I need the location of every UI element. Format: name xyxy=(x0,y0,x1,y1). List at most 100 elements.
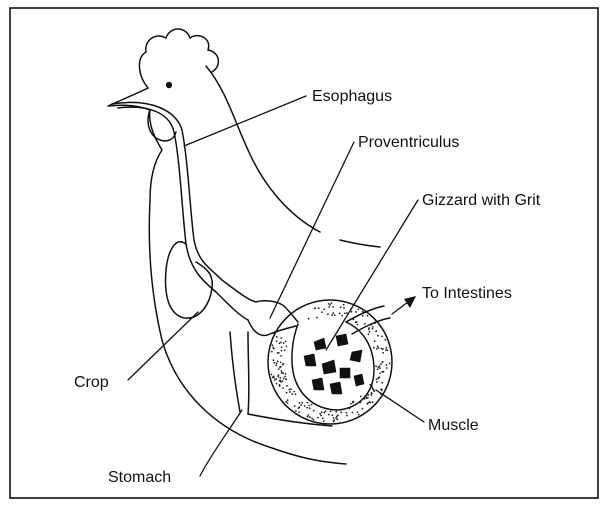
stipple-dot xyxy=(380,363,382,365)
stipple-dot xyxy=(280,337,282,339)
stipple-dot xyxy=(275,378,277,380)
stipple-dot xyxy=(295,410,297,412)
stipple-dot xyxy=(357,411,359,413)
stipple-dot xyxy=(327,313,329,315)
stipple-dot xyxy=(276,340,278,342)
stipple-dot xyxy=(337,414,339,416)
stipple-dot xyxy=(314,308,316,310)
stipple-dot xyxy=(360,402,362,404)
stipple-dot xyxy=(323,420,325,422)
stipple-dot xyxy=(279,342,281,344)
stipple-dot xyxy=(278,368,280,370)
stipple-dot xyxy=(341,315,343,317)
grit-piece xyxy=(322,360,336,374)
stipple-dot xyxy=(358,309,360,311)
stipple-dot xyxy=(290,388,292,390)
stipple-dot xyxy=(340,306,342,308)
stipple-dot xyxy=(287,399,289,401)
stipple-dot xyxy=(318,307,320,309)
stipple-dot xyxy=(361,398,363,400)
stipple-dot xyxy=(319,413,321,415)
leader-stomach xyxy=(200,410,242,476)
stipple-dot xyxy=(272,347,274,349)
stipple-dot xyxy=(276,362,278,364)
label-muscle: Muscle xyxy=(428,417,479,434)
stipple-dot xyxy=(321,411,323,413)
grit-piece xyxy=(354,374,364,386)
stomach-line-right xyxy=(248,332,249,414)
stipple-dot xyxy=(355,321,357,323)
stipple-dot xyxy=(271,351,273,353)
stipple-dot xyxy=(279,367,281,369)
stipple-dot xyxy=(311,404,313,406)
stipple-dot xyxy=(362,408,364,410)
stipple-dot xyxy=(289,391,291,393)
stipple-dot xyxy=(369,331,371,333)
grit-piece xyxy=(312,378,324,390)
stipple-dot xyxy=(375,330,377,332)
esophagus-outer xyxy=(112,102,256,302)
stipple-dot xyxy=(333,417,335,419)
stipple-dot xyxy=(313,419,315,421)
stipple-dot xyxy=(272,344,274,346)
stipple-dot xyxy=(271,374,273,376)
stipple-dot xyxy=(377,369,379,371)
stipple-dot xyxy=(377,377,379,379)
stipple-dot xyxy=(320,415,322,417)
stipple-dot xyxy=(280,362,282,364)
stipple-dot xyxy=(355,311,357,313)
stipple-dot xyxy=(332,306,334,308)
stipple-dot xyxy=(274,379,276,381)
stipple-dot xyxy=(273,359,275,361)
stipple-dot xyxy=(379,367,381,369)
stipple-dot xyxy=(360,396,362,398)
crop-sac xyxy=(166,242,213,318)
stipple-dot xyxy=(276,336,278,338)
stipple-dot xyxy=(299,402,301,404)
grit-piece xyxy=(340,368,350,378)
stipple-dot xyxy=(283,342,285,344)
stipple-dot xyxy=(329,304,331,306)
stipple-dot xyxy=(286,392,288,394)
stipple-dot xyxy=(367,402,369,404)
stipple-dot xyxy=(373,390,375,392)
label-proventriculus: Proventriculus xyxy=(358,134,459,151)
stipple-dot xyxy=(306,407,308,409)
stipple-dot xyxy=(282,387,284,389)
leader-gizzard xyxy=(326,200,418,350)
stipple-dot xyxy=(386,364,388,366)
leader-proventriculus xyxy=(270,142,354,318)
stipple-dot xyxy=(308,405,310,407)
stipple-dot xyxy=(281,350,283,352)
stipple-dot xyxy=(285,373,287,375)
stipple-dot xyxy=(281,372,283,374)
stipple-dot xyxy=(309,416,311,418)
stipple-dot xyxy=(357,324,359,326)
stipple-dot xyxy=(371,393,373,395)
stipple-dot xyxy=(382,352,384,354)
stipple-dot xyxy=(278,374,280,376)
label-esophagus: Esophagus xyxy=(312,88,392,105)
stipple-dot xyxy=(346,412,348,414)
diagram-frame xyxy=(10,8,598,498)
stipple-dot xyxy=(331,314,333,316)
stomach-line-bottom xyxy=(248,414,332,426)
eye xyxy=(166,82,172,88)
stipple-dot xyxy=(372,328,374,330)
stipple-dot xyxy=(368,328,370,330)
stipple-dot xyxy=(284,349,286,351)
stipple-dot xyxy=(273,362,275,364)
stipple-dot xyxy=(283,378,285,380)
stipple-dot xyxy=(343,307,345,309)
stipple-dot xyxy=(289,389,291,391)
stipple-dot xyxy=(332,312,334,314)
stipple-dot xyxy=(328,306,330,308)
grit-piece xyxy=(304,354,316,366)
leader-esophagus xyxy=(184,96,306,146)
stipple-dot xyxy=(381,335,383,337)
stipple-dot xyxy=(286,385,288,387)
stipple-dot xyxy=(309,407,311,409)
stipple-dot xyxy=(282,380,284,382)
stipple-dot xyxy=(386,367,388,369)
